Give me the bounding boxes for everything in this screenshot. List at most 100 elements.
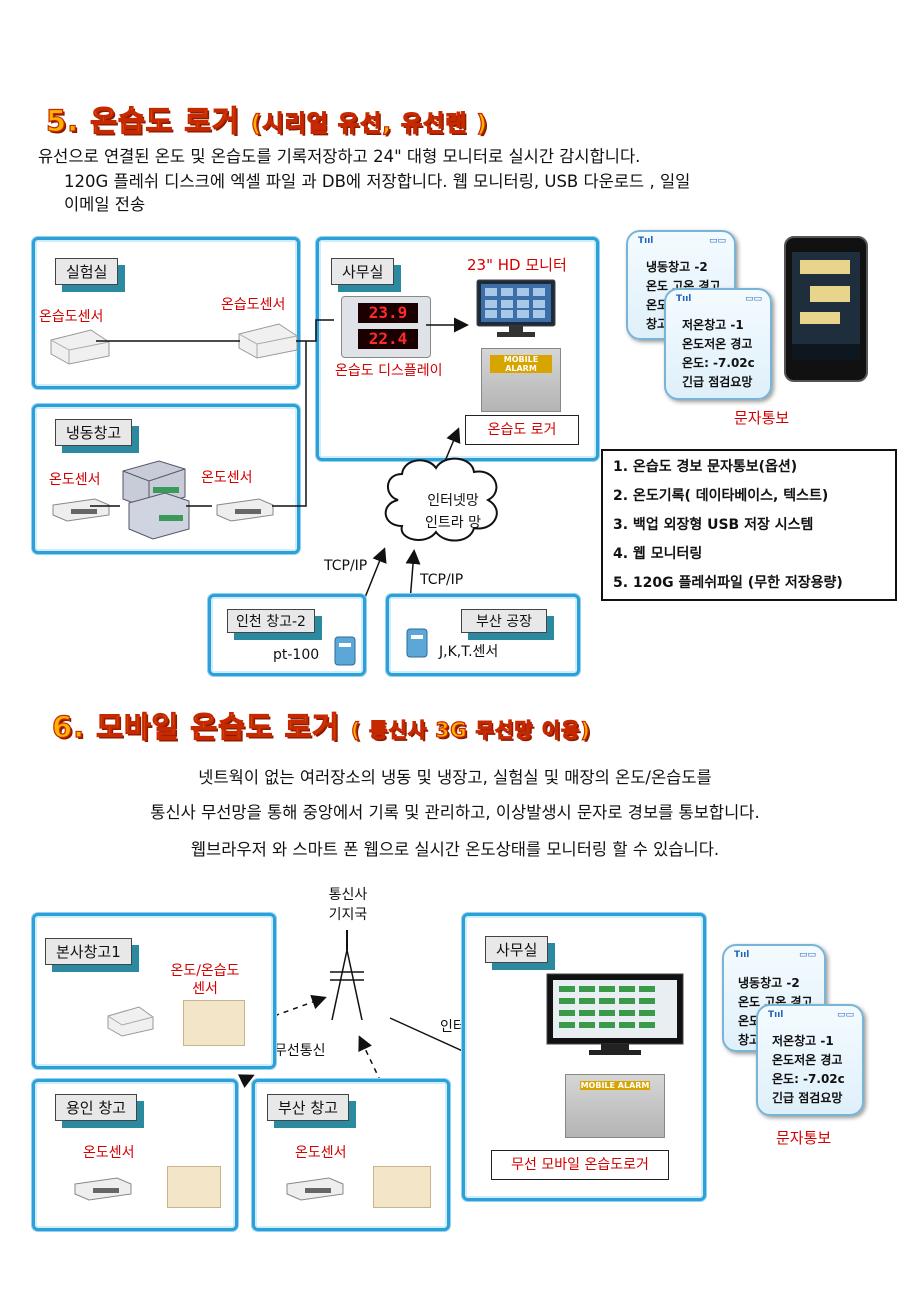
battery-icon: ▭▭ bbox=[708, 236, 726, 246]
busan-factory-device-label: J,K,T.센서 bbox=[439, 644, 499, 660]
feature-item: 2. 온도기록( 데이타베이스, 텍스트) bbox=[613, 488, 829, 504]
phone-front-line: 온도저온 경고 bbox=[682, 337, 753, 351]
section5-para-line3: 이메일 전송 bbox=[64, 195, 146, 214]
section5-title: 5. 온습도 로거 (시리얼 유선, 유선랜 ) bbox=[45, 98, 488, 140]
tower-label-line1: 통신사 bbox=[328, 887, 368, 903]
office-tag: 사무실 bbox=[331, 258, 395, 285]
humidity-sensor-icon bbox=[238, 323, 298, 359]
monitor-icon bbox=[546, 973, 684, 1055]
phone-front-line: 긴급 점검요망 bbox=[682, 375, 753, 389]
sms-phone-front: Tııl ▭▭ 저온창고 -1 온도저온 경고 온도: -7.02c 긴급 점검… bbox=[664, 288, 772, 400]
hq-sensor-label-line1: 온도/온습도 bbox=[170, 963, 240, 979]
feature-item: 3. 백업 외장형 USB 저장 시스템 bbox=[613, 517, 814, 533]
phone-front-line: 온도저온 경고 bbox=[772, 1053, 843, 1067]
humidity-sensor-icon bbox=[50, 329, 110, 365]
section6-title: 6. 모바일 온습도 로거 ( 통신사 3G 무선망 이용) bbox=[51, 704, 591, 746]
phone-back-line: 냉동창고 -2 bbox=[738, 976, 800, 990]
section6-para-line3: 웹브라우저 와 스마트 폰 웹으로 실시간 온도상태를 모니터링 할 수 있습니… bbox=[190, 840, 720, 859]
lab-tag: 실험실 bbox=[55, 258, 119, 285]
phone-back-line: 창고 bbox=[646, 317, 669, 331]
mobile-office-tag: 사무실 bbox=[485, 936, 549, 963]
office-panel: 사무실 23" HD 모니터 23.9 22.4 온습도 디스플레이 MOBIL… bbox=[316, 237, 599, 461]
wireless-label: 무선통신 bbox=[274, 1043, 326, 1059]
yongin-sensor-label: 온도센서 bbox=[83, 1145, 135, 1161]
wireless-transmitter-icon bbox=[167, 1166, 221, 1208]
mobile-office-panel: 사무실 MOBILE ALARM 무선 모바일 온습도로거 bbox=[462, 913, 706, 1201]
wireless-transmitter-icon bbox=[183, 1000, 245, 1046]
sms-phone-front: Tııl ▭▭ 저온창고 -1 온도저온 경고 온도: -7.02c 긴급 점검… bbox=[756, 1004, 864, 1116]
phone-front-line: 온도: -7.02c bbox=[772, 1072, 845, 1086]
signal-icon: Tııl bbox=[676, 294, 692, 304]
temperature-sensor-icon bbox=[52, 498, 110, 522]
signal-icon: Tııl bbox=[734, 950, 750, 960]
section5-para-line1: 유선으로 연결된 온도 및 온습도를 기록저장하고 24" 대형 모니터로 실시… bbox=[38, 147, 641, 166]
logger-label: 온습도 로거 bbox=[487, 422, 557, 438]
busan-factory-panel: 부산 공장 J,K,T.센서 bbox=[386, 594, 580, 676]
section6-title-main: 6. 모바일 온습도 로거 bbox=[51, 709, 340, 744]
incheon-panel: 인천 창고-2 pt-100 bbox=[208, 594, 366, 676]
feature-item: 4. 웹 모니터링 bbox=[613, 546, 703, 562]
section6-para-line2: 통신사 무선망을 통해 중앙에서 기록 및 관리하고, 이상발생시 문자로 경보… bbox=[150, 803, 760, 822]
section5-title-sub: (시리얼 유선, 유선랜 ) bbox=[250, 110, 488, 137]
freezer-icon bbox=[122, 460, 190, 540]
phone-front-line: 저온창고 -1 bbox=[772, 1034, 834, 1048]
yongin-panel: 용인 창고 온도센서 bbox=[32, 1079, 238, 1231]
logger-box: 온습도 로거 bbox=[465, 415, 579, 445]
display-top-readout: 23.9 bbox=[358, 303, 418, 323]
section6-sms-label: 문자통보 bbox=[776, 1129, 832, 1147]
battery-icon: ▭▭ bbox=[836, 1010, 854, 1020]
phone-front-line: 저온창고 -1 bbox=[682, 318, 744, 332]
temperature-sensor-icon bbox=[74, 1177, 132, 1201]
tcp-ip-left-label: TCP/IP bbox=[324, 558, 368, 574]
freezer-panel: 냉동창고 온도센서 온도센서 bbox=[32, 404, 300, 554]
busan-warehouse-tag: 부산 창고 bbox=[267, 1094, 349, 1121]
battery-icon: ▭▭ bbox=[798, 950, 816, 960]
section5-sms-label: 문자통보 bbox=[734, 409, 790, 427]
lab-sensor-right-label: 온습도센서 bbox=[221, 297, 286, 313]
section5-title-main: 5. 온습도 로거 bbox=[45, 103, 240, 138]
lab-sensor-left-label: 온습도센서 bbox=[39, 309, 104, 325]
yongin-tag: 용인 창고 bbox=[55, 1094, 137, 1121]
display-device-icon: 23.9 22.4 bbox=[341, 296, 431, 358]
section6-title-sub: ( 통신사 3G 무선망 이용) bbox=[350, 717, 591, 742]
battery-icon: ▭▭ bbox=[744, 294, 762, 304]
phone-back-line: 창고 bbox=[738, 1033, 761, 1047]
section5-para-line2: 120G 플레쉬 디스크에 엑셀 파일 과 DB에 저장합니다. 웹 모니터링,… bbox=[64, 172, 691, 191]
busan-factory-tag: 부산 공장 bbox=[461, 609, 547, 633]
jkt-module-icon bbox=[406, 628, 428, 658]
phone-front-line: 긴급 점검요망 bbox=[772, 1091, 843, 1105]
cloud-label-intranet: 인트라 망 bbox=[425, 515, 481, 531]
cell-tower-icon bbox=[330, 930, 364, 1021]
alarm-label: MOBILE ALARM bbox=[490, 355, 552, 373]
freezer-sensor-right-label: 온도센서 bbox=[201, 470, 253, 486]
tcp-ip-right-label: TCP/IP bbox=[420, 572, 464, 588]
signal-icon: Tııl bbox=[638, 236, 654, 246]
temperature-sensor-icon bbox=[286, 1177, 344, 1201]
incheon-device-label: pt-100 bbox=[273, 647, 320, 663]
mobile-alarm-device-icon: MOBILE ALARM bbox=[481, 348, 561, 412]
pt100-module-icon bbox=[334, 636, 356, 666]
busan-warehouse-panel: 부산 창고 온도센서 bbox=[252, 1079, 450, 1231]
signal-icon: Tııl bbox=[768, 1010, 784, 1020]
feature-item: 1. 온습도 경보 문자통보(옵션) bbox=[613, 459, 798, 475]
mobile-logger-label: 무선 모바일 온습도로거 bbox=[511, 1157, 649, 1173]
hq-tag: 본사창고1 bbox=[45, 938, 132, 965]
smartphone-icon bbox=[784, 236, 868, 382]
phone-front-line: 온도: -7.02c bbox=[682, 356, 755, 370]
phone-back-line: 온도 bbox=[646, 298, 669, 312]
busan-warehouse-sensor-label: 온도센서 bbox=[295, 1145, 347, 1161]
mobile-alarm-label: MOBILE ALARM bbox=[580, 1081, 650, 1090]
phone-back-line: 온도 bbox=[738, 1014, 761, 1028]
hq-panel: 본사창고1 온도/온습도 센서 bbox=[32, 913, 276, 1069]
feature-item: 5. 120G 플레쉬파일 (무한 저장용량) bbox=[613, 575, 843, 591]
freezer-sensor-left-label: 온도센서 bbox=[49, 472, 101, 488]
temperature-sensor-icon bbox=[216, 498, 274, 522]
freezer-tag: 냉동창고 bbox=[55, 419, 133, 446]
phone-back-line: 냉동창고 -2 bbox=[646, 260, 708, 274]
mobile-logger-box: 무선 모바일 온습도로거 bbox=[491, 1150, 669, 1180]
monitor-label: 23" HD 모니터 bbox=[467, 256, 567, 274]
hq-sensor-label-line2: 센서 bbox=[192, 981, 218, 997]
feature-list-box: 1. 온습도 경보 문자통보(옵션) 2. 온도기록( 데이타베이스, 텍스트)… bbox=[601, 449, 897, 601]
incheon-tag: 인천 창고-2 bbox=[227, 609, 315, 633]
display-label: 온습도 디스플레이 bbox=[335, 363, 443, 379]
